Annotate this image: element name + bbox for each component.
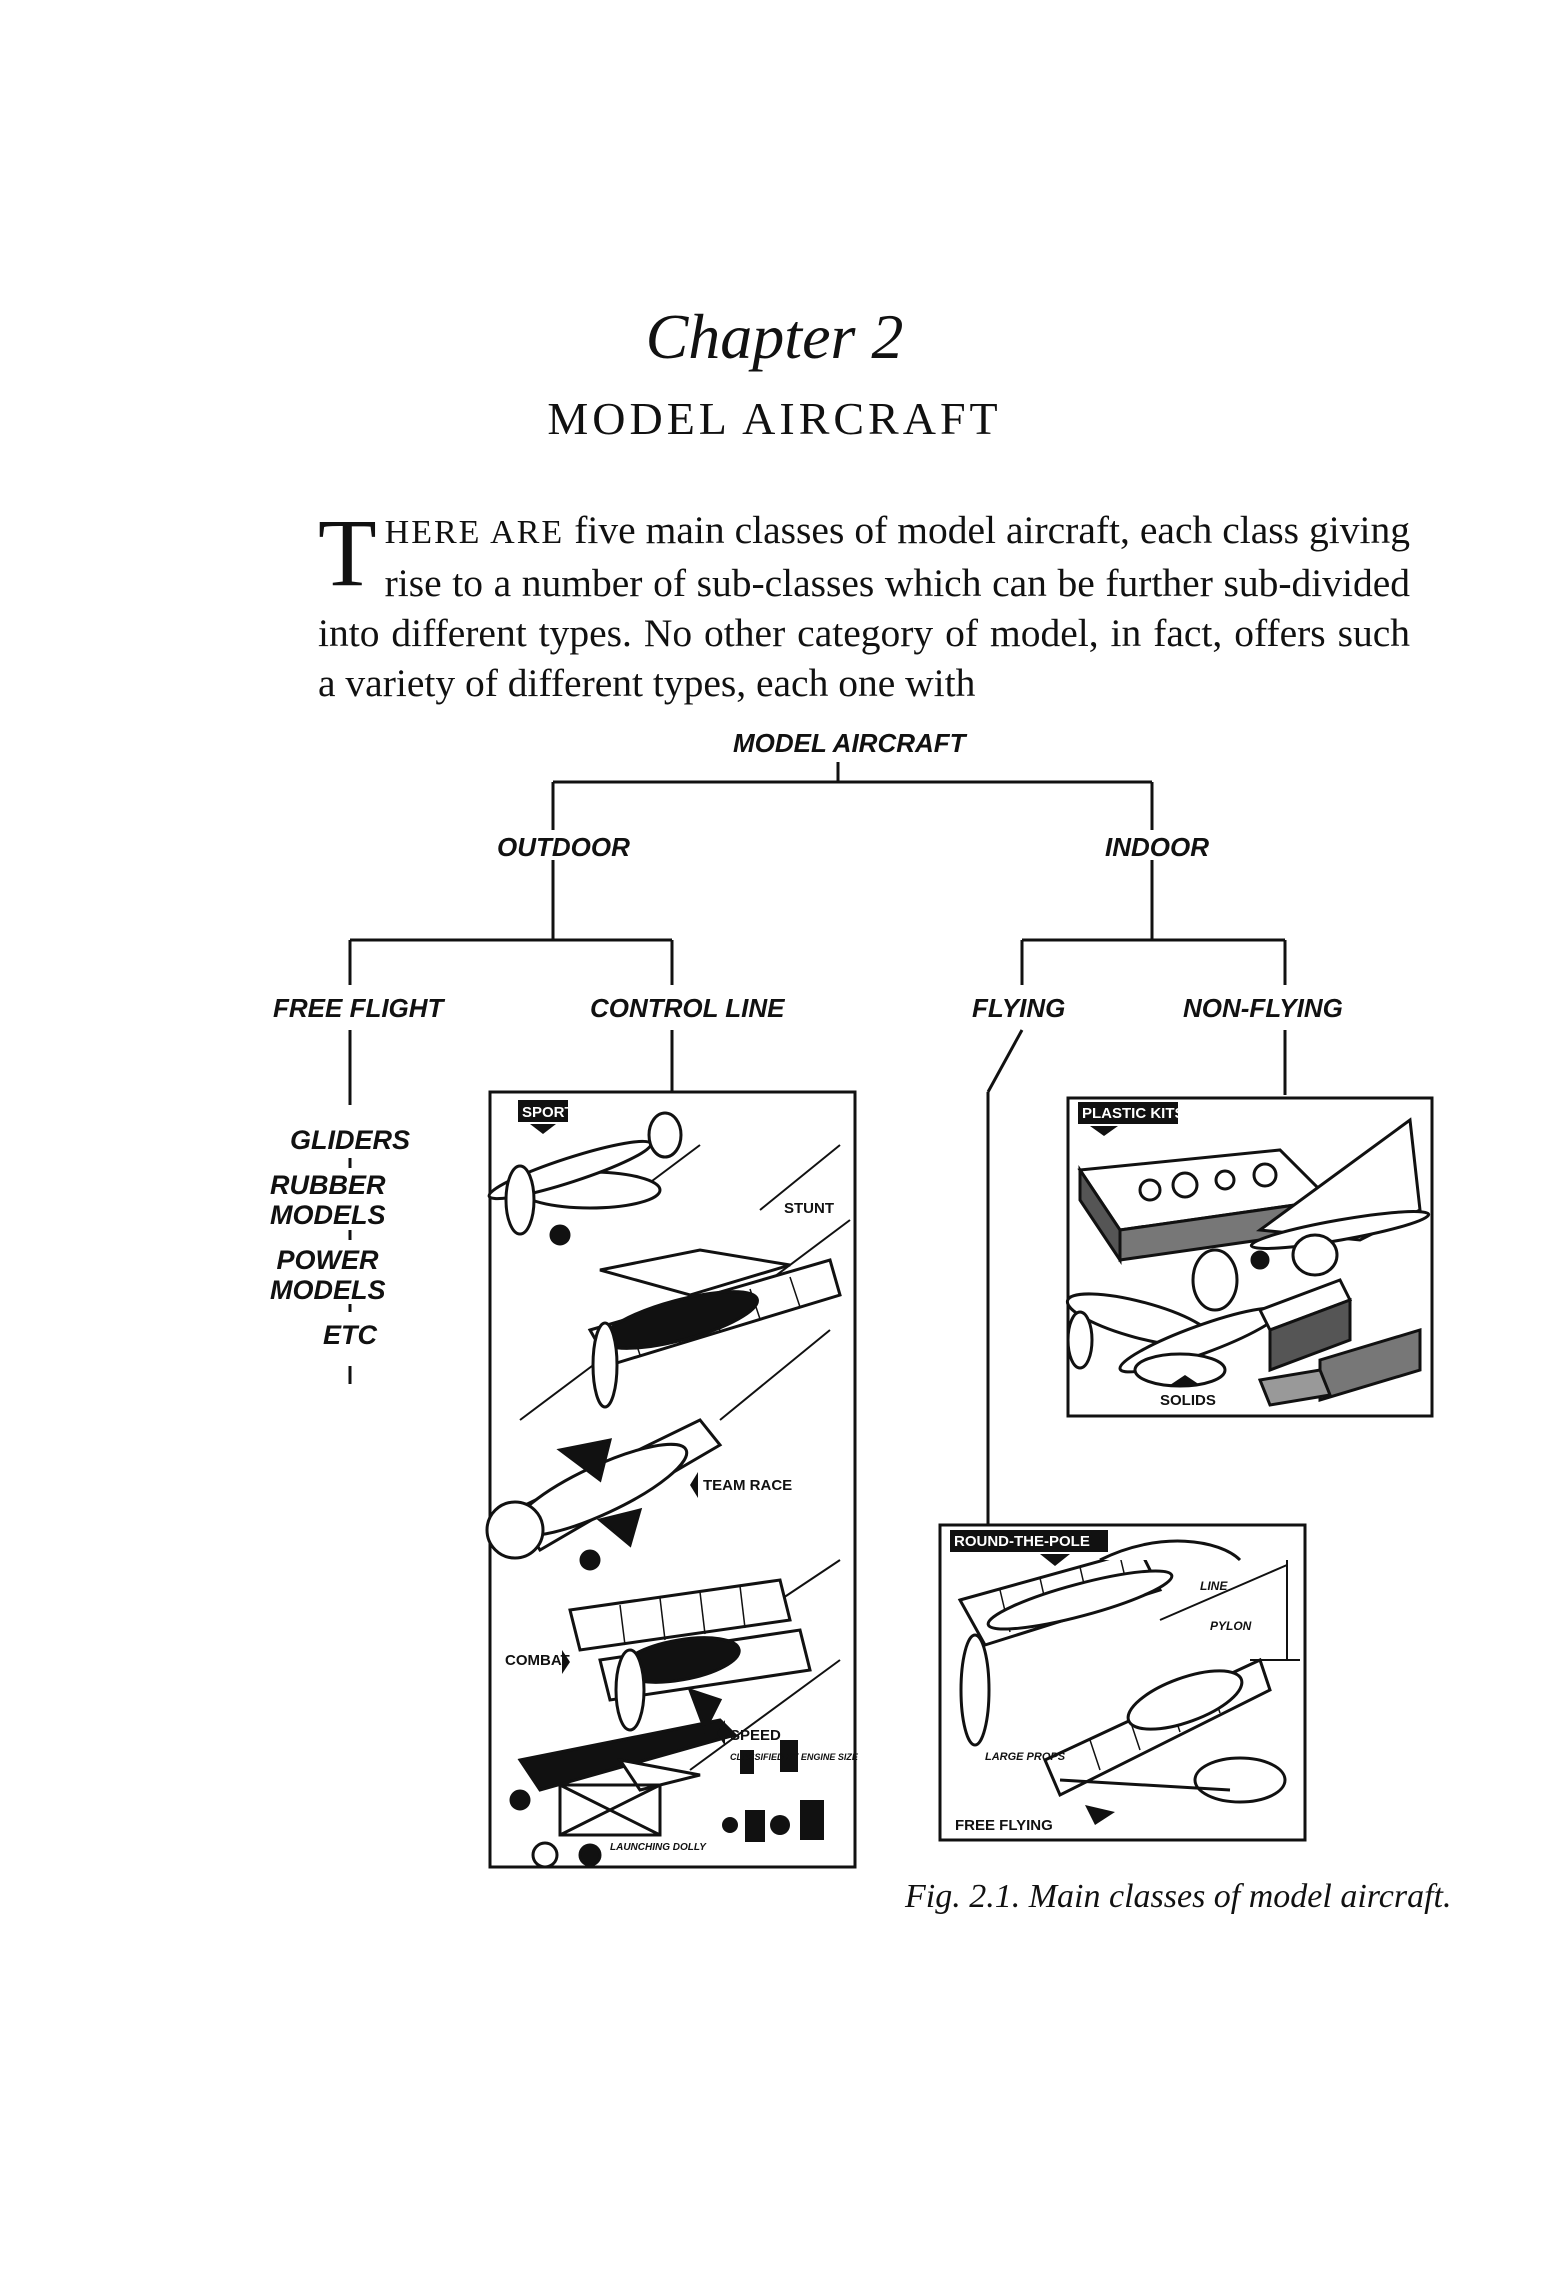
flying-panel: ROUND-THE-POLE LINE PYLON LARGE PROPS FR… (938, 1523, 1307, 1842)
round-the-pole-label: ROUND-THE-POLE (954, 1533, 1090, 1550)
engine-drawings (722, 1740, 824, 1842)
free-flight-type-gliders: GLIDERS (289, 1125, 410, 1155)
speed-plane-drawing (509, 1687, 738, 1869)
root-label: MODEL AIRCRAFT (733, 728, 966, 758)
tree-connector-lines (348, 762, 1287, 1525)
non-flying-panel: PLASTIC KITS SOLIDS (1065, 1096, 1434, 1418)
team-race-label: TEAM RACE (703, 1477, 792, 1494)
indoor-label: INDOOR (1105, 832, 1209, 862)
chapter-number: Chapter 2 (645, 301, 904, 372)
round-the-pole-plane-drawing (957, 1539, 1242, 1747)
control-line-panel: SPORTS STUNT TEAM RACE COMBAT SPEED CLAS… (485, 1090, 859, 1869)
combat-plane-drawing (568, 1578, 812, 1732)
control-line-label: CONTROL LINE (590, 993, 785, 1023)
sports-label: SPORTS (522, 1104, 584, 1121)
chapter-title: MODEL AIRCRAFT (547, 393, 1002, 444)
dolly-label: LAUNCHING DOLLY (610, 1842, 707, 1853)
figure-caption: Fig. 2.1. Main classes of model aircraft… (905, 1878, 1452, 1915)
sports-plane-drawing (487, 1111, 683, 1246)
free-flying-plane-drawing (1043, 1657, 1287, 1804)
drop-cap: T (318, 499, 377, 606)
free-flight-label: FREE FLIGHT (273, 993, 444, 1023)
free-flight-type-rubber-models: RUBBER MODELS (270, 1170, 386, 1230)
delta-jet-drawing (1249, 1117, 1431, 1277)
intro-text: five main classes of model aircraft, eac… (318, 508, 1410, 705)
team-race-plane-drawing (485, 1418, 723, 1571)
flying-label: FLYING (972, 993, 1066, 1023)
plastic-kits-label: PLASTIC KITS (1082, 1105, 1185, 1122)
solids-label: SOLIDS (1160, 1392, 1216, 1409)
speed-note-label: CLASSIFIED BY ENGINE SIZE (730, 1752, 859, 1762)
combat-label: COMBAT (505, 1652, 570, 1669)
line-label: LINE (1200, 1579, 1228, 1593)
intro-small-caps: HERE ARE (384, 514, 565, 551)
wood-blocks-drawing (1257, 1278, 1422, 1407)
stunt-label: STUNT (784, 1200, 834, 1217)
pylon-label: PYLON (1210, 1619, 1252, 1633)
plastic-kit-box-drawing (1077, 1148, 1334, 1265)
large-props-label: LARGE PROPS (985, 1751, 1066, 1763)
stunt-plane-drawing (587, 1248, 842, 1409)
outdoor-label: OUTDOOR (497, 832, 630, 862)
non-flying-label: NON-FLYING (1183, 993, 1343, 1023)
free-flying-label: FREE FLYING (955, 1817, 1053, 1834)
speed-label: SPEED (730, 1727, 781, 1744)
free-flight-type-power-models: POWER MODELS (270, 1245, 386, 1305)
free-flight-type-etc: ETC (323, 1320, 377, 1350)
